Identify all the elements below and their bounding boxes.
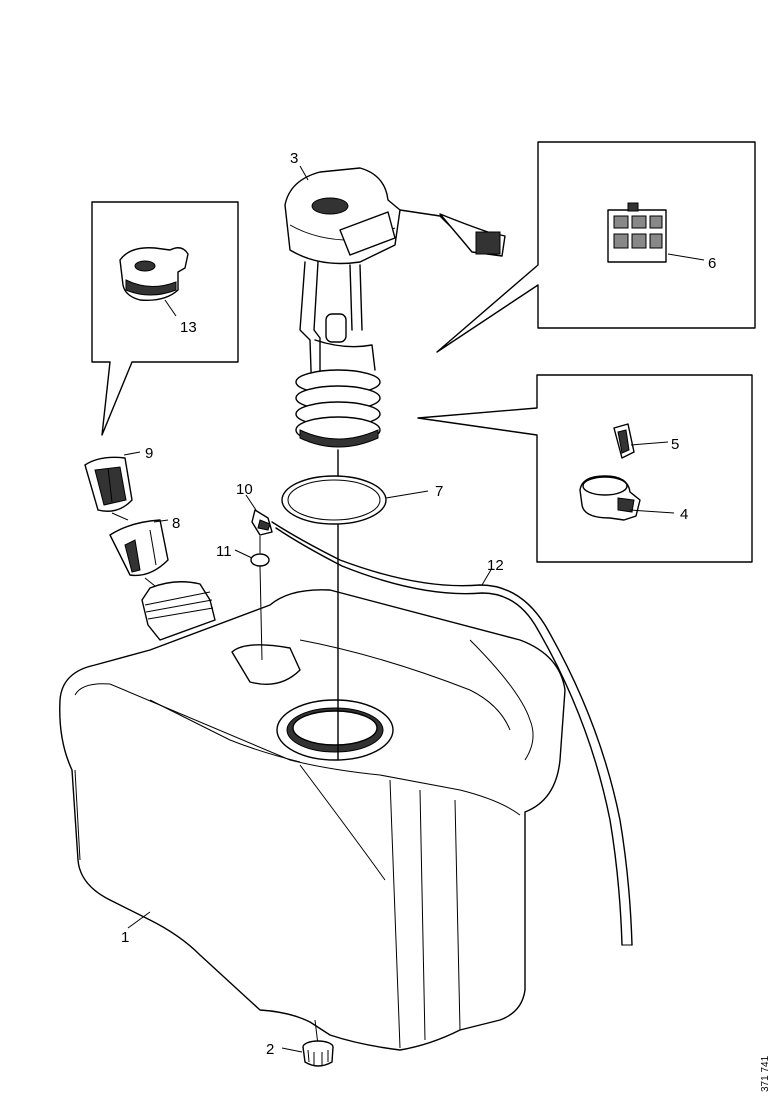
filler-neck — [141, 581, 216, 641]
hose-part-12 — [271, 521, 633, 946]
callout-11: 11 — [216, 543, 232, 560]
adapter-part-8 — [109, 519, 169, 577]
leader-lines — [123, 165, 705, 1053]
callout-7: 7 — [435, 483, 443, 500]
leader-10-11 — [259, 536, 263, 661]
fuel-pump — [284, 167, 506, 761]
cap-part-9 — [84, 456, 133, 512]
callout-2: 2 — [266, 1041, 274, 1058]
callout-5: 5 — [671, 436, 679, 453]
nut-part-11 — [250, 553, 270, 567]
figure-number: 371 741 — [760, 1055, 771, 1092]
detail-box-clips — [417, 374, 753, 563]
callout-4: 4 — [680, 506, 688, 523]
tank — [59, 589, 566, 1051]
leader-9-8 — [111, 512, 156, 587]
callout-13: 13 — [180, 319, 197, 336]
detail-box-connector — [436, 141, 756, 353]
callout-9: 9 — [145, 445, 153, 462]
callout-12: 12 — [487, 557, 504, 574]
detail-box-cap — [91, 201, 239, 436]
callout-3: 3 — [290, 150, 298, 167]
callout-8: 8 — [172, 515, 180, 532]
valve-part-10 — [251, 509, 273, 536]
callout-6: 6 — [708, 255, 716, 272]
callout-10: 10 — [236, 481, 253, 498]
drain-plug-part-2 — [302, 1040, 334, 1067]
o-ring — [281, 475, 387, 525]
callout-1: 1 — [121, 929, 129, 946]
